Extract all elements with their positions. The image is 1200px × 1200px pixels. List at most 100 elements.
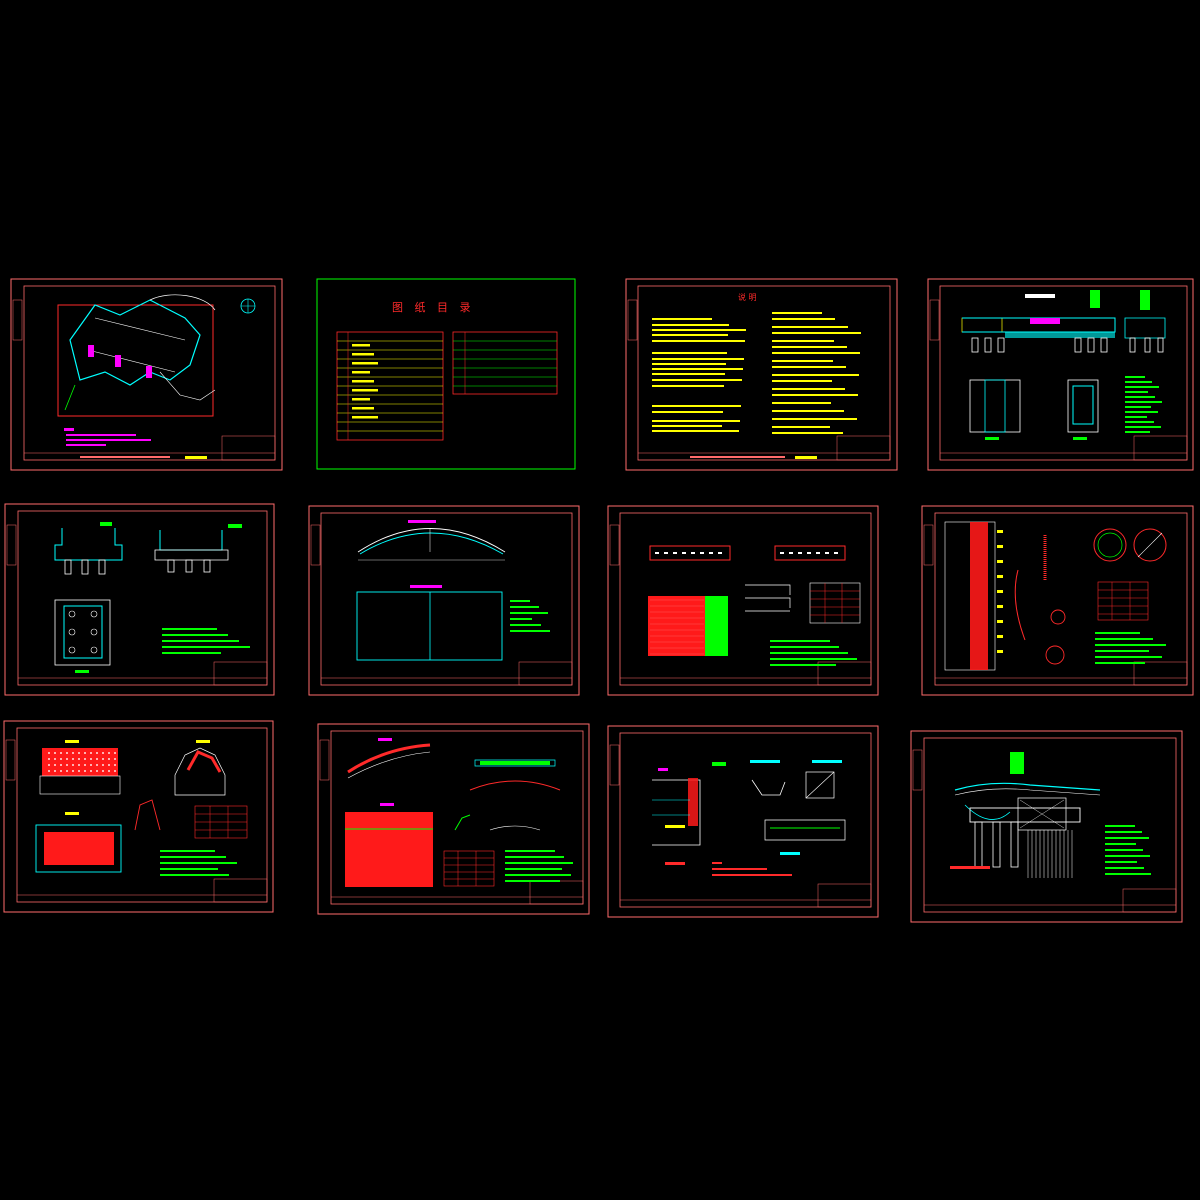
note-line-mark bbox=[160, 868, 218, 870]
pile-callout bbox=[997, 530, 1003, 533]
note-line-mark bbox=[772, 426, 830, 428]
rebar-dot bbox=[48, 758, 50, 760]
note-line-mark bbox=[770, 640, 830, 642]
rebar-dot bbox=[66, 770, 68, 772]
note-line-mark bbox=[1105, 855, 1150, 857]
note-line-mark bbox=[772, 410, 844, 412]
note-line-mark bbox=[162, 652, 221, 654]
rebar-dot bbox=[78, 752, 80, 754]
note-line-mark bbox=[1095, 644, 1166, 646]
note-line-mark bbox=[505, 862, 573, 864]
note-line-mark bbox=[505, 880, 560, 882]
note-line-mark bbox=[1105, 843, 1136, 845]
note-line-mark bbox=[772, 380, 832, 382]
note-line-mark bbox=[505, 850, 555, 852]
sheet-slab-reinforcement[interactable] bbox=[607, 505, 879, 696]
rebar-dot bbox=[108, 764, 110, 766]
pile-callout bbox=[997, 635, 1003, 638]
note-line-mark bbox=[1125, 431, 1150, 433]
note-line-mark bbox=[652, 334, 728, 336]
sheet-pile-reinforcement[interactable] bbox=[921, 505, 1194, 696]
rebar-mark bbox=[807, 552, 811, 554]
note-line-mark bbox=[652, 363, 726, 365]
note-line-mark bbox=[162, 634, 228, 636]
note-line-mark bbox=[160, 862, 237, 864]
note-line-mark bbox=[160, 856, 226, 858]
note-line-mark bbox=[1125, 406, 1151, 408]
rebar-dot bbox=[90, 770, 92, 772]
note-line-mark bbox=[772, 366, 846, 368]
rebar-dot bbox=[84, 764, 86, 766]
note-line-mark bbox=[772, 346, 847, 348]
rebar-dot bbox=[96, 764, 98, 766]
sheet-design-notes[interactable]: 说 明 bbox=[625, 278, 898, 471]
pile-callout bbox=[997, 575, 1003, 578]
note-line-mark bbox=[510, 600, 530, 602]
note-line-mark bbox=[772, 318, 835, 320]
note-line-mark bbox=[505, 868, 562, 870]
rebar-mark bbox=[655, 552, 659, 554]
note-line-mark bbox=[712, 868, 767, 870]
note-line-mark bbox=[652, 385, 724, 387]
sheet-arch-profile[interactable] bbox=[308, 505, 580, 696]
note-line-mark bbox=[510, 612, 548, 614]
index-entry-mark bbox=[352, 398, 370, 401]
note-line-mark bbox=[1125, 391, 1148, 393]
rebar-dot bbox=[108, 770, 110, 772]
rebar-dot bbox=[60, 764, 62, 766]
pile-callout bbox=[997, 620, 1003, 623]
note-line-mark bbox=[505, 874, 571, 876]
note-line-mark bbox=[770, 658, 857, 660]
rebar-dot bbox=[54, 764, 56, 766]
sheet-bridge-elevation[interactable] bbox=[927, 278, 1194, 471]
rebar-mark bbox=[780, 552, 784, 554]
note-line-mark bbox=[1095, 638, 1153, 640]
note-line-mark bbox=[712, 874, 792, 876]
rebar-dot bbox=[102, 770, 104, 772]
sheet-site-plan[interactable] bbox=[10, 278, 283, 471]
rebar-mark bbox=[691, 552, 695, 554]
rebar-dot bbox=[54, 758, 56, 760]
sheet-abutment[interactable] bbox=[4, 503, 275, 696]
note-line-mark bbox=[1125, 381, 1152, 383]
rebar-dot bbox=[60, 758, 62, 760]
rebar-dot bbox=[78, 764, 80, 766]
note-line-mark bbox=[652, 411, 723, 413]
note-line-mark bbox=[770, 652, 848, 654]
rebar-dot bbox=[66, 764, 68, 766]
sheet-section-view[interactable] bbox=[910, 730, 1183, 923]
rebar-dot bbox=[60, 770, 62, 772]
rebar-dot bbox=[108, 758, 110, 760]
note-line-mark bbox=[1105, 849, 1143, 851]
index-entry-mark bbox=[352, 344, 370, 347]
note-line-mark bbox=[1105, 867, 1144, 869]
note-line-mark bbox=[652, 340, 745, 342]
pile-callout bbox=[997, 650, 1003, 653]
rebar-dot bbox=[72, 752, 74, 754]
sheet-drawing-index[interactable]: 图 纸 目 录 bbox=[316, 278, 576, 470]
note-line-mark bbox=[1125, 376, 1145, 378]
note-line-mark bbox=[1125, 411, 1158, 413]
rebar-dot bbox=[102, 764, 104, 766]
rebar-mark bbox=[700, 552, 704, 554]
sheet-arch-rib[interactable] bbox=[317, 723, 590, 915]
note-line-mark bbox=[652, 430, 739, 432]
note-line-mark bbox=[510, 624, 541, 626]
note-line-mark bbox=[1125, 421, 1154, 423]
note-line-mark bbox=[652, 358, 744, 360]
note-line-mark bbox=[162, 646, 250, 648]
note-line-mark bbox=[652, 324, 729, 326]
rebar-dot bbox=[48, 752, 50, 754]
rebar-mark bbox=[718, 552, 722, 554]
index-entry-mark bbox=[352, 389, 378, 392]
note-line-mark bbox=[1105, 861, 1137, 863]
rebar-mark bbox=[682, 552, 686, 554]
rebar-dot bbox=[66, 758, 68, 760]
note-line-mark bbox=[772, 418, 857, 420]
note-line-mark bbox=[1095, 650, 1149, 652]
rebar-dot bbox=[66, 752, 68, 754]
rebar-dot bbox=[108, 752, 110, 754]
sheet-railing-details[interactable] bbox=[607, 725, 879, 918]
sheet-deck-slab[interactable] bbox=[3, 720, 274, 913]
